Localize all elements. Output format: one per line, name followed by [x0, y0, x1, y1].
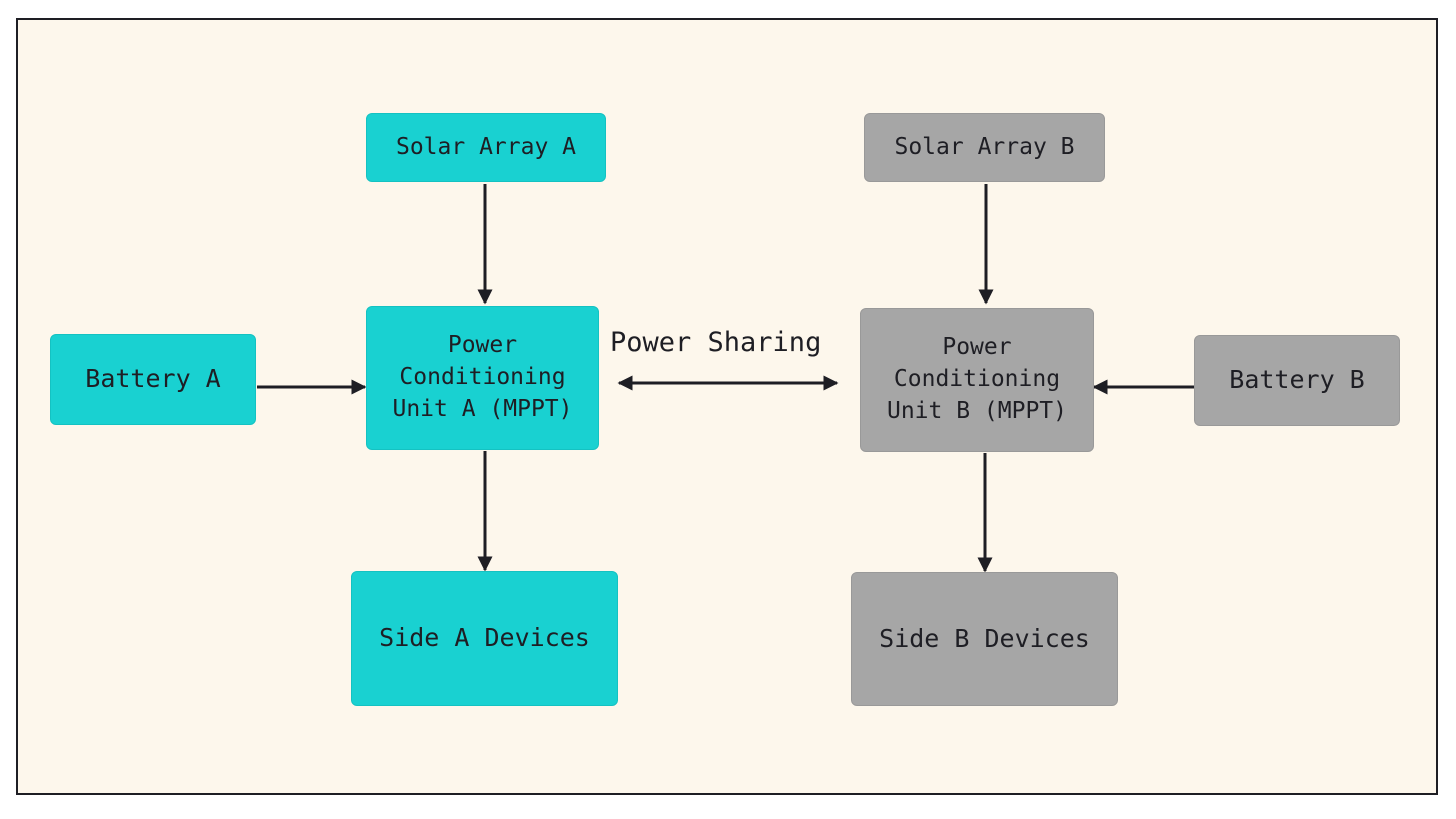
node-solar-array-b: Solar Array B	[864, 113, 1105, 182]
power-sharing-label: Power Sharing	[610, 327, 822, 358]
node-battery-a: Battery A	[50, 334, 256, 425]
node-battery-b: Battery B	[1194, 335, 1400, 426]
node-side-a-devices: Side A Devices	[351, 571, 618, 706]
node-solar-array-a: Solar Array A	[366, 113, 606, 182]
node-side-b-devices: Side B Devices	[851, 572, 1118, 706]
node-power-conditioning-unit-b: Power Conditioning Unit B (MPPT)	[860, 308, 1094, 452]
node-power-conditioning-unit-a: Power Conditioning Unit A (MPPT)	[366, 306, 599, 450]
